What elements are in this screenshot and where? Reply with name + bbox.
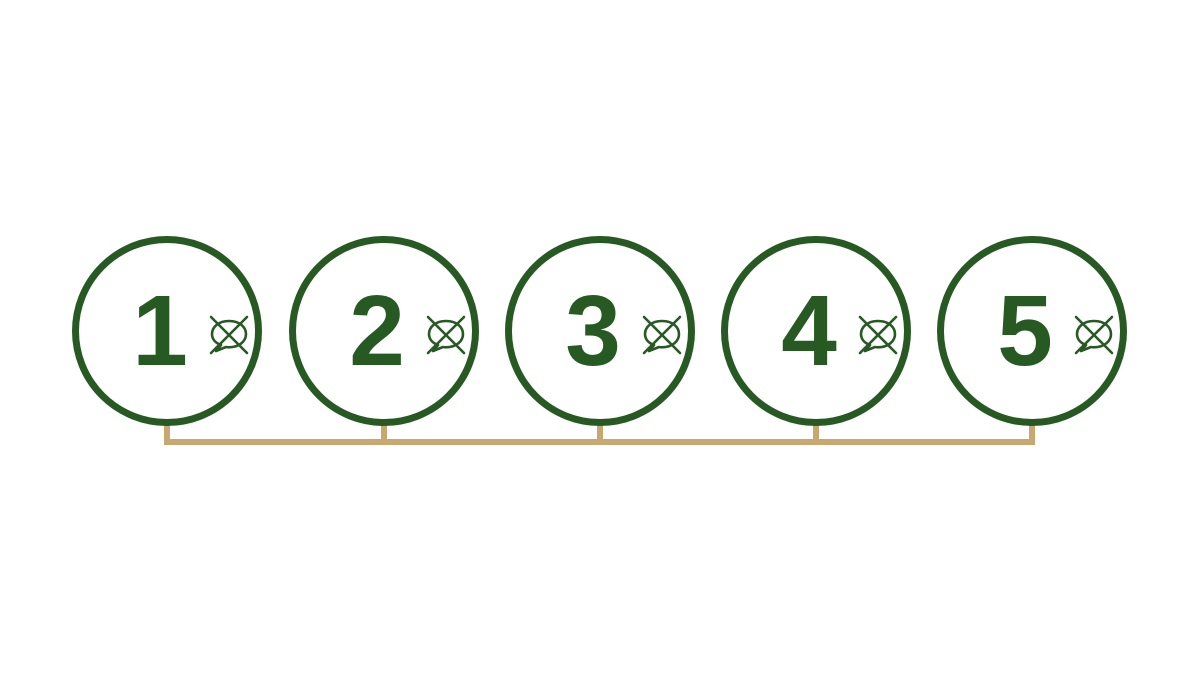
step-circle-5: 5 (937, 236, 1127, 426)
crossed-out-speech-bubble-icon (424, 315, 468, 355)
step-circle-3: 3 (505, 236, 695, 426)
step-number: 4 (781, 275, 837, 387)
step-circle-4: 4 (721, 236, 911, 426)
crossed-out-speech-bubble-icon (856, 315, 900, 355)
step-circle-1: 1 (72, 236, 262, 426)
crossed-out-speech-bubble-icon (207, 315, 251, 355)
step-number: 5 (997, 275, 1053, 387)
step-number: 2 (349, 275, 405, 387)
step-number: 3 (565, 275, 621, 387)
step-circle-2: 2 (289, 236, 479, 426)
step-number: 1 (132, 275, 188, 387)
crossed-out-speech-bubble-icon (1072, 315, 1116, 355)
crossed-out-speech-bubble-icon (640, 315, 684, 355)
